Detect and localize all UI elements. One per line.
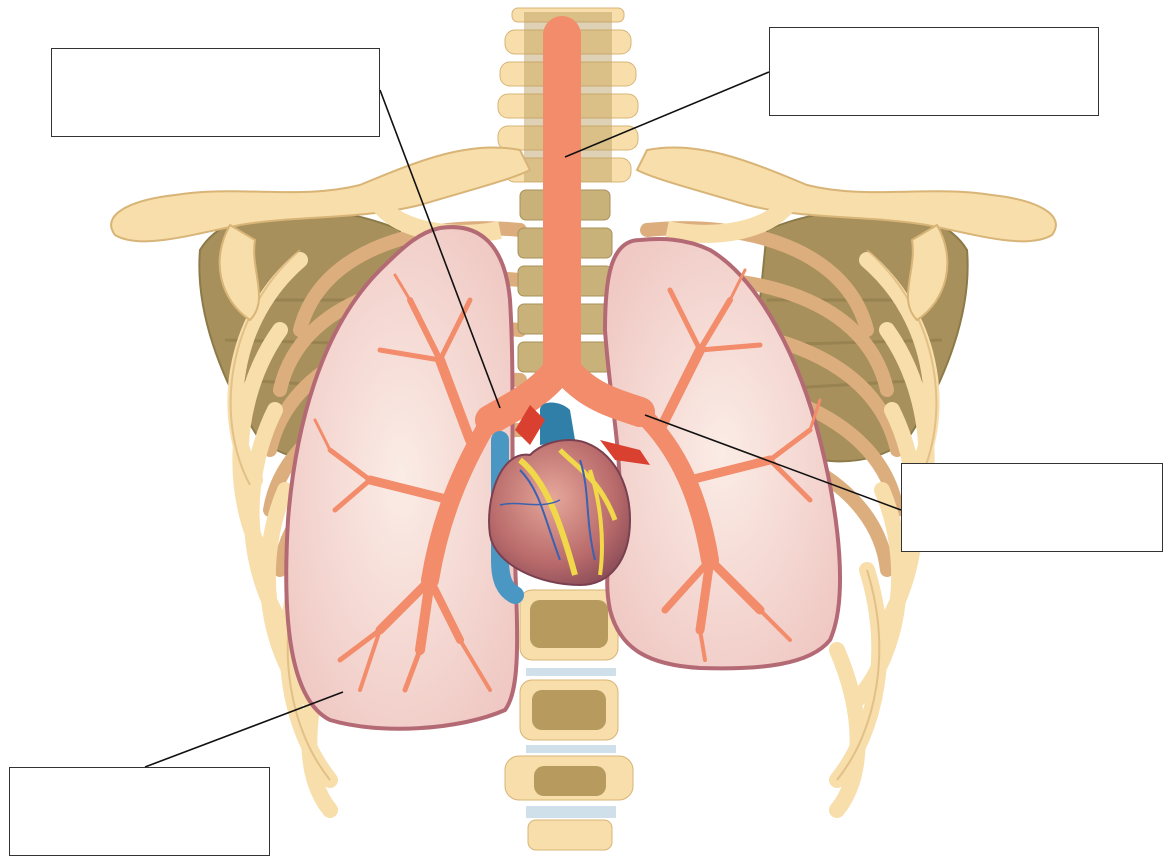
label-box-top-left[interactable] (51, 48, 380, 137)
label-box-top-right[interactable] (769, 27, 1099, 116)
label-box-bottom-left[interactable] (9, 767, 270, 856)
label-box-right[interactable] (901, 463, 1163, 552)
